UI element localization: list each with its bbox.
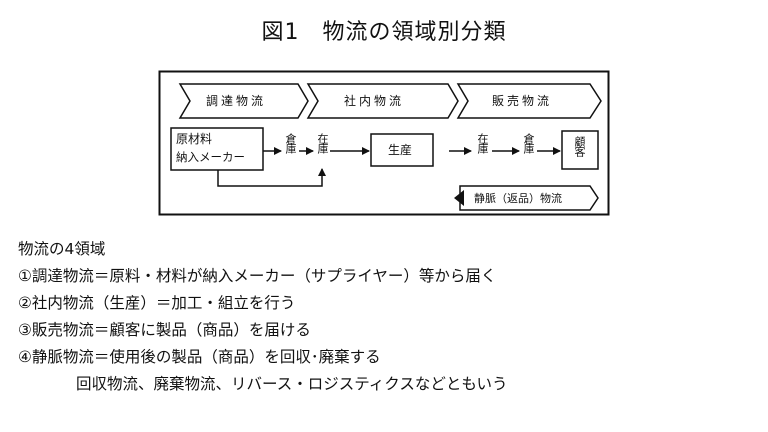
procurement-label: 調達物流 bbox=[206, 94, 267, 108]
list-item: ①調達物流＝原料・材料が納入メーカー（サプライヤー）等から届く bbox=[18, 267, 497, 285]
list-item: ②社内物流（生産）＝加工・組立を行う bbox=[18, 294, 296, 312]
inventory-label: 在庫 bbox=[316, 133, 329, 153]
diagram-graphics bbox=[158, 70, 610, 216]
production-box bbox=[370, 133, 434, 167]
page-title: 図1 物流の領域別分類 bbox=[261, 20, 507, 45]
customer-box bbox=[561, 130, 599, 170]
note-text: 回収物流、廃棄物流、リバース・ロジスティクスなどともいう bbox=[76, 375, 508, 393]
list-item: ③販売物流＝顧客に製品（商品）を届ける bbox=[18, 321, 311, 339]
customer-label: 顧客 bbox=[573, 136, 586, 156]
internal-arrow bbox=[306, 83, 459, 119]
reverse-flow-label: 静脈（返品）物流 bbox=[474, 192, 562, 205]
section-heading: 物流の4領域 bbox=[18, 240, 106, 258]
description-text: 物流の4領域 ①調達物流＝原料・材料が納入メーカー（サプライヤー）等から届く ②… bbox=[18, 236, 758, 398]
warehouse-label-2: 倉庫 bbox=[522, 133, 535, 153]
reverse-flow-box bbox=[459, 185, 599, 211]
inventory-label-2: 在庫 bbox=[476, 133, 489, 153]
supplier-label-line1: 原材料 bbox=[176, 132, 213, 146]
warehouse-label: 倉庫 bbox=[284, 133, 297, 153]
supplier-label-line2: 納入メーカー bbox=[176, 150, 245, 164]
production-label: 生産 bbox=[388, 143, 413, 157]
supplier-box bbox=[170, 127, 264, 171]
list-item: ④静脈物流＝使用後の製品（商品）を回収･廃棄する bbox=[18, 348, 381, 366]
logistics-flow-diagram: 調達物流 社内物流 販売物流 原材料 納入メーカー 倉庫 在庫 生産 在庫 倉庫… bbox=[158, 70, 610, 216]
diagram-frame bbox=[158, 70, 610, 216]
reverse-arrow-head bbox=[454, 190, 464, 206]
procurement-arrow bbox=[178, 83, 309, 119]
sales-label: 販売物流 bbox=[492, 94, 553, 108]
bypass-line bbox=[217, 168, 326, 187]
internal-label: 社内物流 bbox=[344, 94, 405, 108]
sales-arrow bbox=[456, 83, 602, 119]
